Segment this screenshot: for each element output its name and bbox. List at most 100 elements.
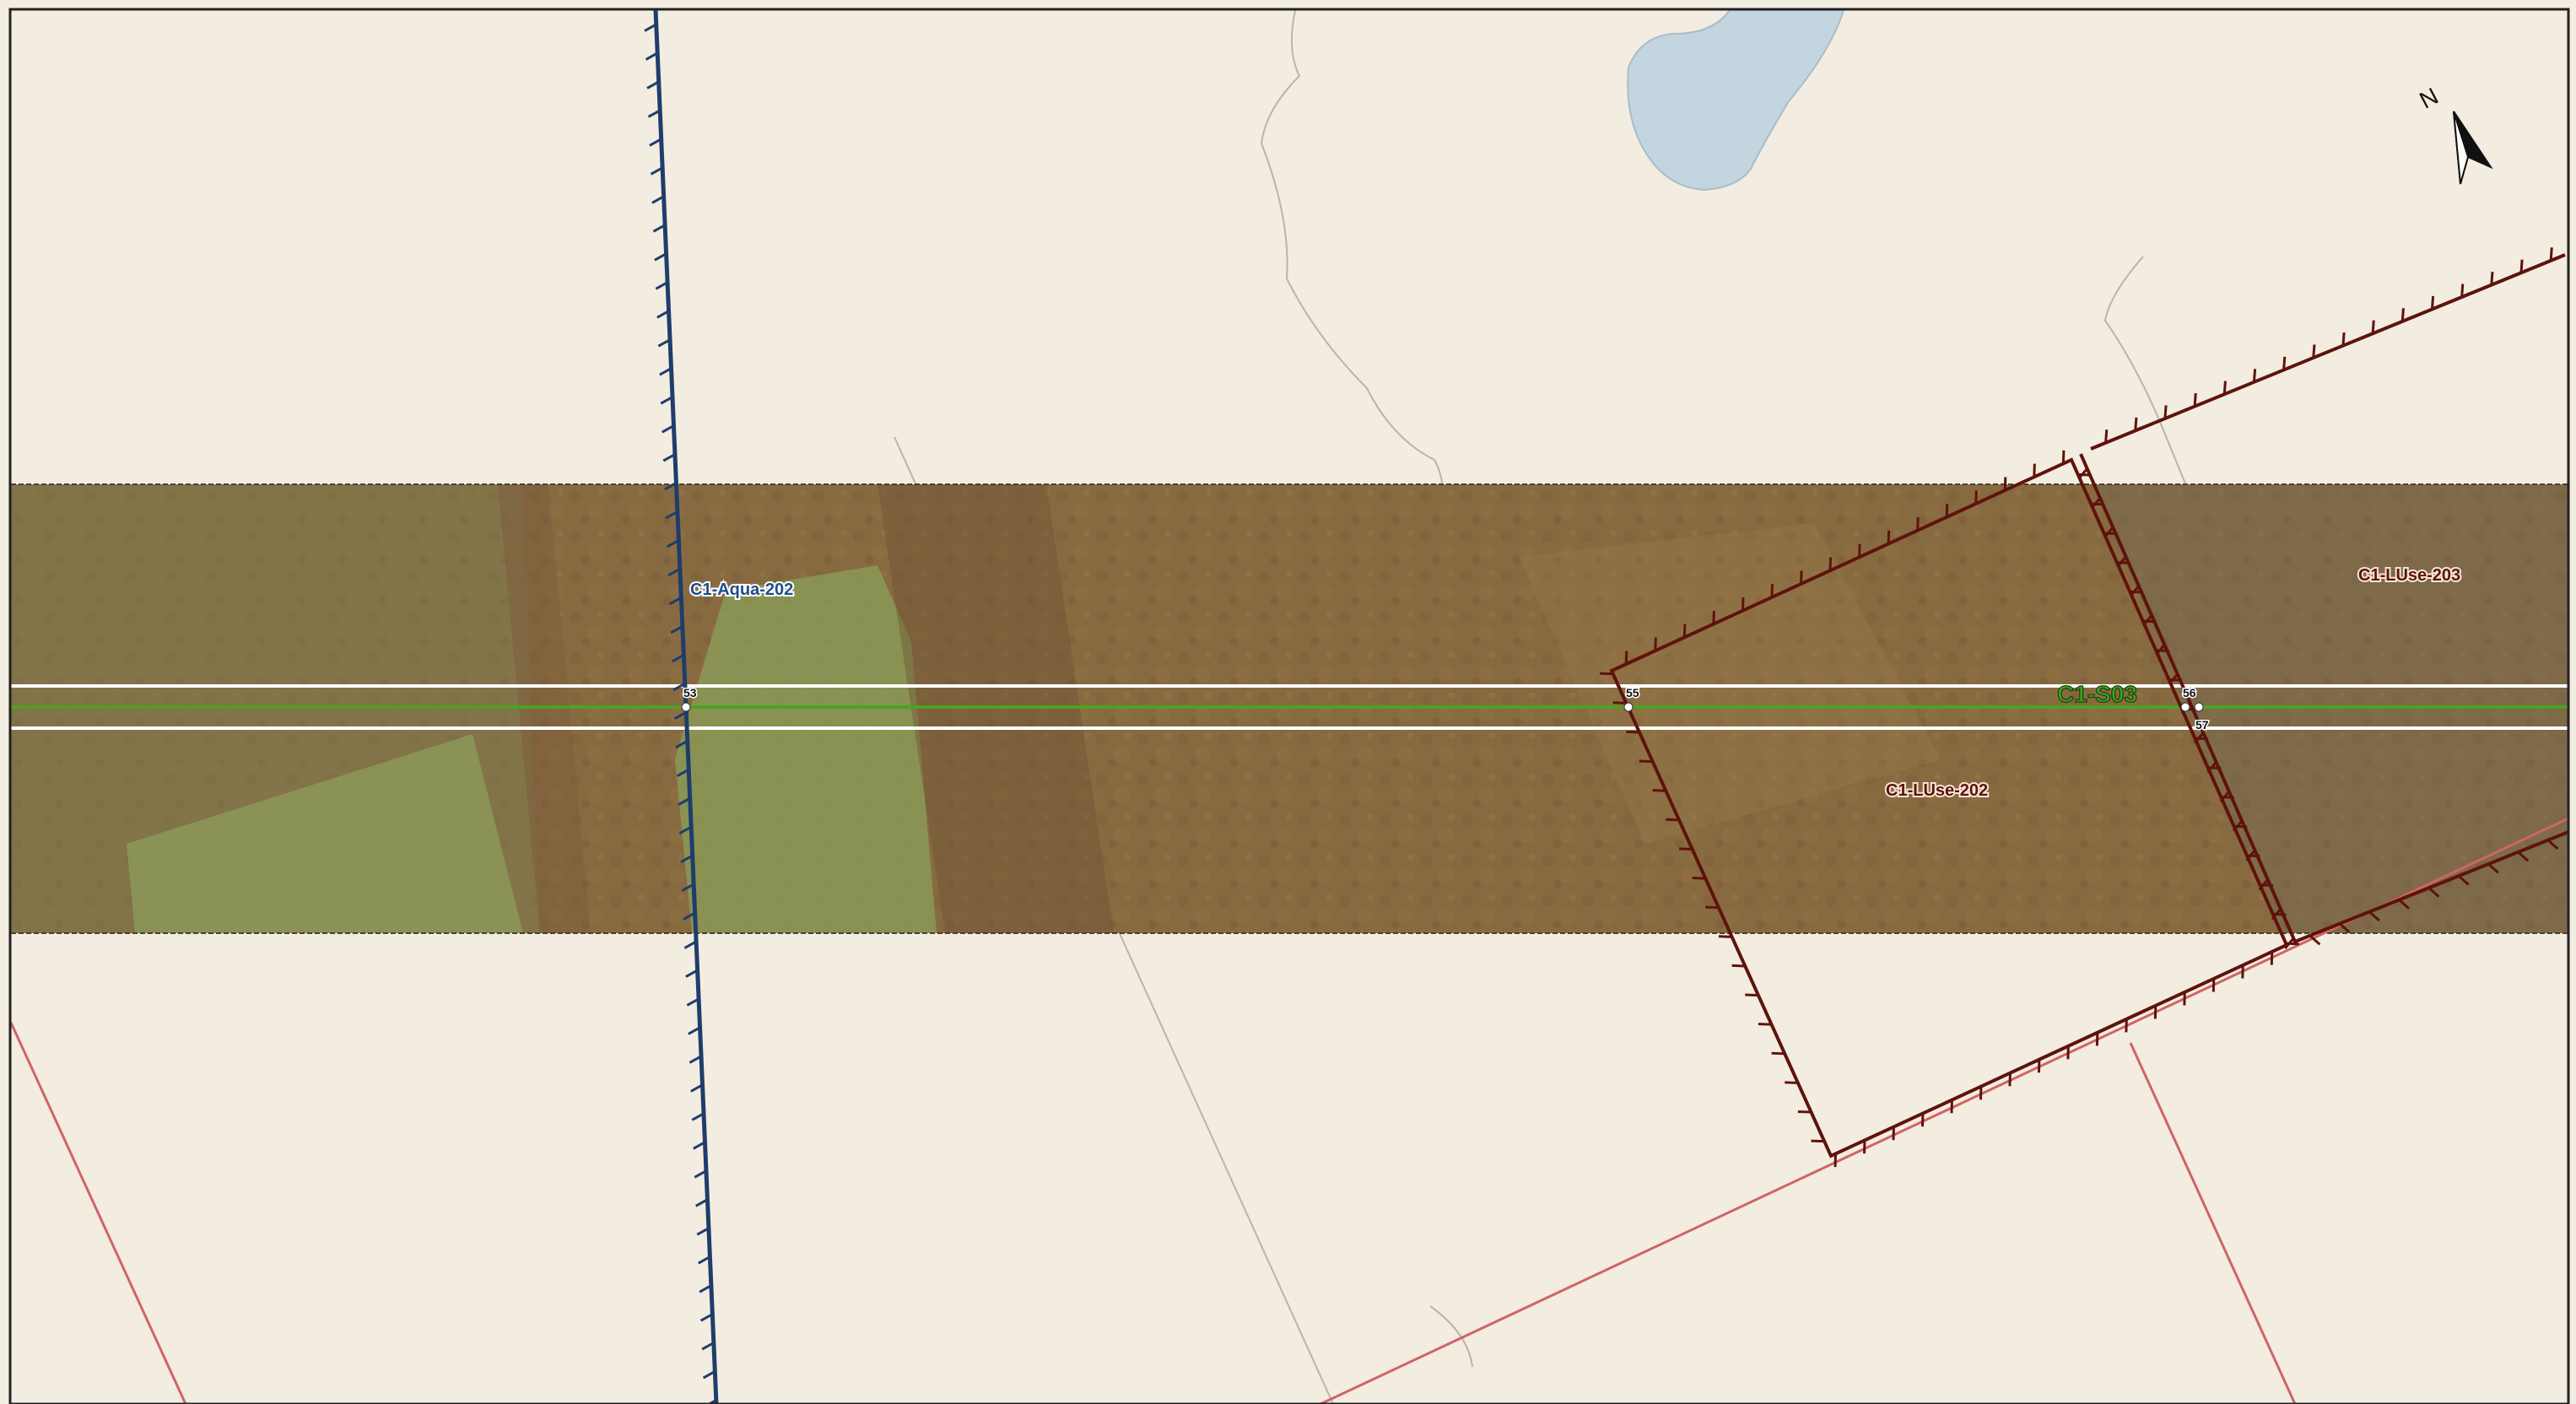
hachure-tick: [676, 768, 689, 778]
station-markers[interactable]: [681, 702, 2204, 712]
hachure-tick: [673, 710, 687, 721]
hachure-tick: [657, 338, 671, 348]
hachure-tick: [681, 883, 694, 892]
hachure-tick: [2460, 284, 2465, 298]
map-frame: [8, 8, 2570, 1404]
hachure-tick: [652, 224, 666, 233]
hachure-tick: [1797, 1110, 1812, 1114]
hachure-tick: [667, 568, 681, 577]
hachure-tick: [2282, 356, 2287, 370]
hachure-tick: [1828, 557, 1833, 571]
hachure-tick: [678, 796, 691, 807]
hachure-tick: [691, 1112, 705, 1121]
hachure-tick: [645, 51, 658, 61]
hachure-tick: [680, 854, 694, 863]
hachure-tick: [1712, 610, 1715, 624]
hachure-tick: [2090, 497, 2102, 510]
hachure-tick: [678, 825, 692, 834]
hachure-tick: [2222, 381, 2227, 395]
hachure-tick: [1916, 516, 1920, 531]
hachure-tick: [2077, 467, 2088, 480]
hachure-tick: [1758, 1023, 1772, 1026]
hachure-tick: [2061, 450, 2066, 464]
hachure-tick: [1745, 993, 1758, 997]
hachure-tick: [2116, 555, 2127, 568]
corridor-label: C1-S03: [2057, 681, 2137, 707]
hachure-tick: [665, 510, 678, 520]
hachure-tick: [2517, 850, 2530, 862]
hachure-tick: [1800, 570, 1803, 585]
hachure-tick: [2549, 247, 2553, 262]
hachure-tick: [1731, 964, 1746, 968]
hachure-tick: [699, 1313, 714, 1322]
hachure-tick: [683, 911, 696, 921]
hachure-tick: [1666, 818, 1680, 822]
hachure-tick: [672, 682, 686, 692]
aquifer-zone-line[interactable]: [644, 9, 719, 1404]
hachure-tick: [2141, 614, 2153, 627]
hachure-tick: [683, 940, 697, 949]
hachure-tick: [699, 1284, 712, 1293]
hachure-tick: [662, 424, 675, 434]
hachure-tick: [1639, 759, 1653, 764]
hachure-tick: [2400, 308, 2405, 321]
hachure-tick: [2487, 862, 2499, 874]
hachure-tick: [670, 624, 683, 634]
hachure-tick: [2546, 839, 2559, 850]
station-labels: 53 55 56 57: [683, 685, 2211, 733]
hachure-tick: [2103, 526, 2114, 538]
hachure-tick: [2430, 295, 2435, 310]
hachure-tick: [666, 539, 680, 548]
hachure-tick: [695, 1198, 709, 1207]
zone-label-luse-203: C1-LUse-203: [2358, 566, 2460, 585]
zone-label-aqua-202: C1-Aqua-202: [690, 580, 793, 599]
hachure-tick: [2168, 672, 2179, 685]
hachure-tick: [660, 396, 673, 405]
station-point-55[interactable]: [1623, 702, 1634, 712]
hachure-tick: [693, 1141, 706, 1150]
hachure-tick: [1682, 624, 1687, 638]
hachure-tick: [2398, 899, 2411, 910]
hachure-tick: [2033, 463, 2036, 478]
hachure-tick: [2104, 429, 2109, 443]
hachure-tick: [2232, 819, 2244, 832]
land-use-zone-203[interactable]: [2077, 247, 2569, 950]
hachure-tick: [649, 138, 662, 147]
hachure-tick: [659, 367, 672, 376]
hachure-tick: [2457, 875, 2470, 886]
hachure-tick: [1705, 905, 1719, 910]
hachure-tick: [644, 23, 657, 32]
station-label-56: 56: [2183, 686, 2196, 699]
hachure-tick: [650, 166, 663, 176]
station-point-53[interactable]: [681, 702, 691, 712]
station-point-56[interactable]: [2180, 702, 2190, 712]
hachure-tick: [696, 1227, 710, 1236]
hachure-tick: [1654, 637, 1657, 651]
hachure-tick: [654, 252, 667, 262]
hachure-tick: [675, 739, 689, 749]
hachure-tick: [697, 1256, 711, 1265]
hachure-tick: [668, 597, 683, 606]
hachure-tick: [2003, 477, 2007, 491]
hachure-tick: [702, 1370, 716, 1380]
lake-water: [1627, 9, 1845, 192]
hachure-tick: [646, 80, 660, 89]
hachure-tick: [2206, 761, 2217, 774]
station-point-57[interactable]: [2194, 702, 2204, 712]
station-label-53: 53: [683, 686, 697, 699]
hachure-tick: [2129, 585, 2140, 597]
station-label-57: 57: [2195, 718, 2209, 732]
hachure-tick: [688, 1026, 701, 1035]
hachure-tick: [2194, 732, 2205, 744]
hachure-tick: [1771, 1051, 1785, 1056]
hachure-tick: [1974, 490, 1978, 505]
hachure-tick: [2309, 934, 2321, 946]
hachure-tick: [655, 281, 668, 290]
hachure-tick: [671, 653, 685, 663]
corridor-edges: [11, 684, 2568, 730]
hachure-tick: [1678, 847, 1693, 850]
hachure-tick: [2163, 405, 2168, 419]
hachure-tick: [2519, 259, 2524, 273]
hachure-tick: [662, 453, 676, 462]
